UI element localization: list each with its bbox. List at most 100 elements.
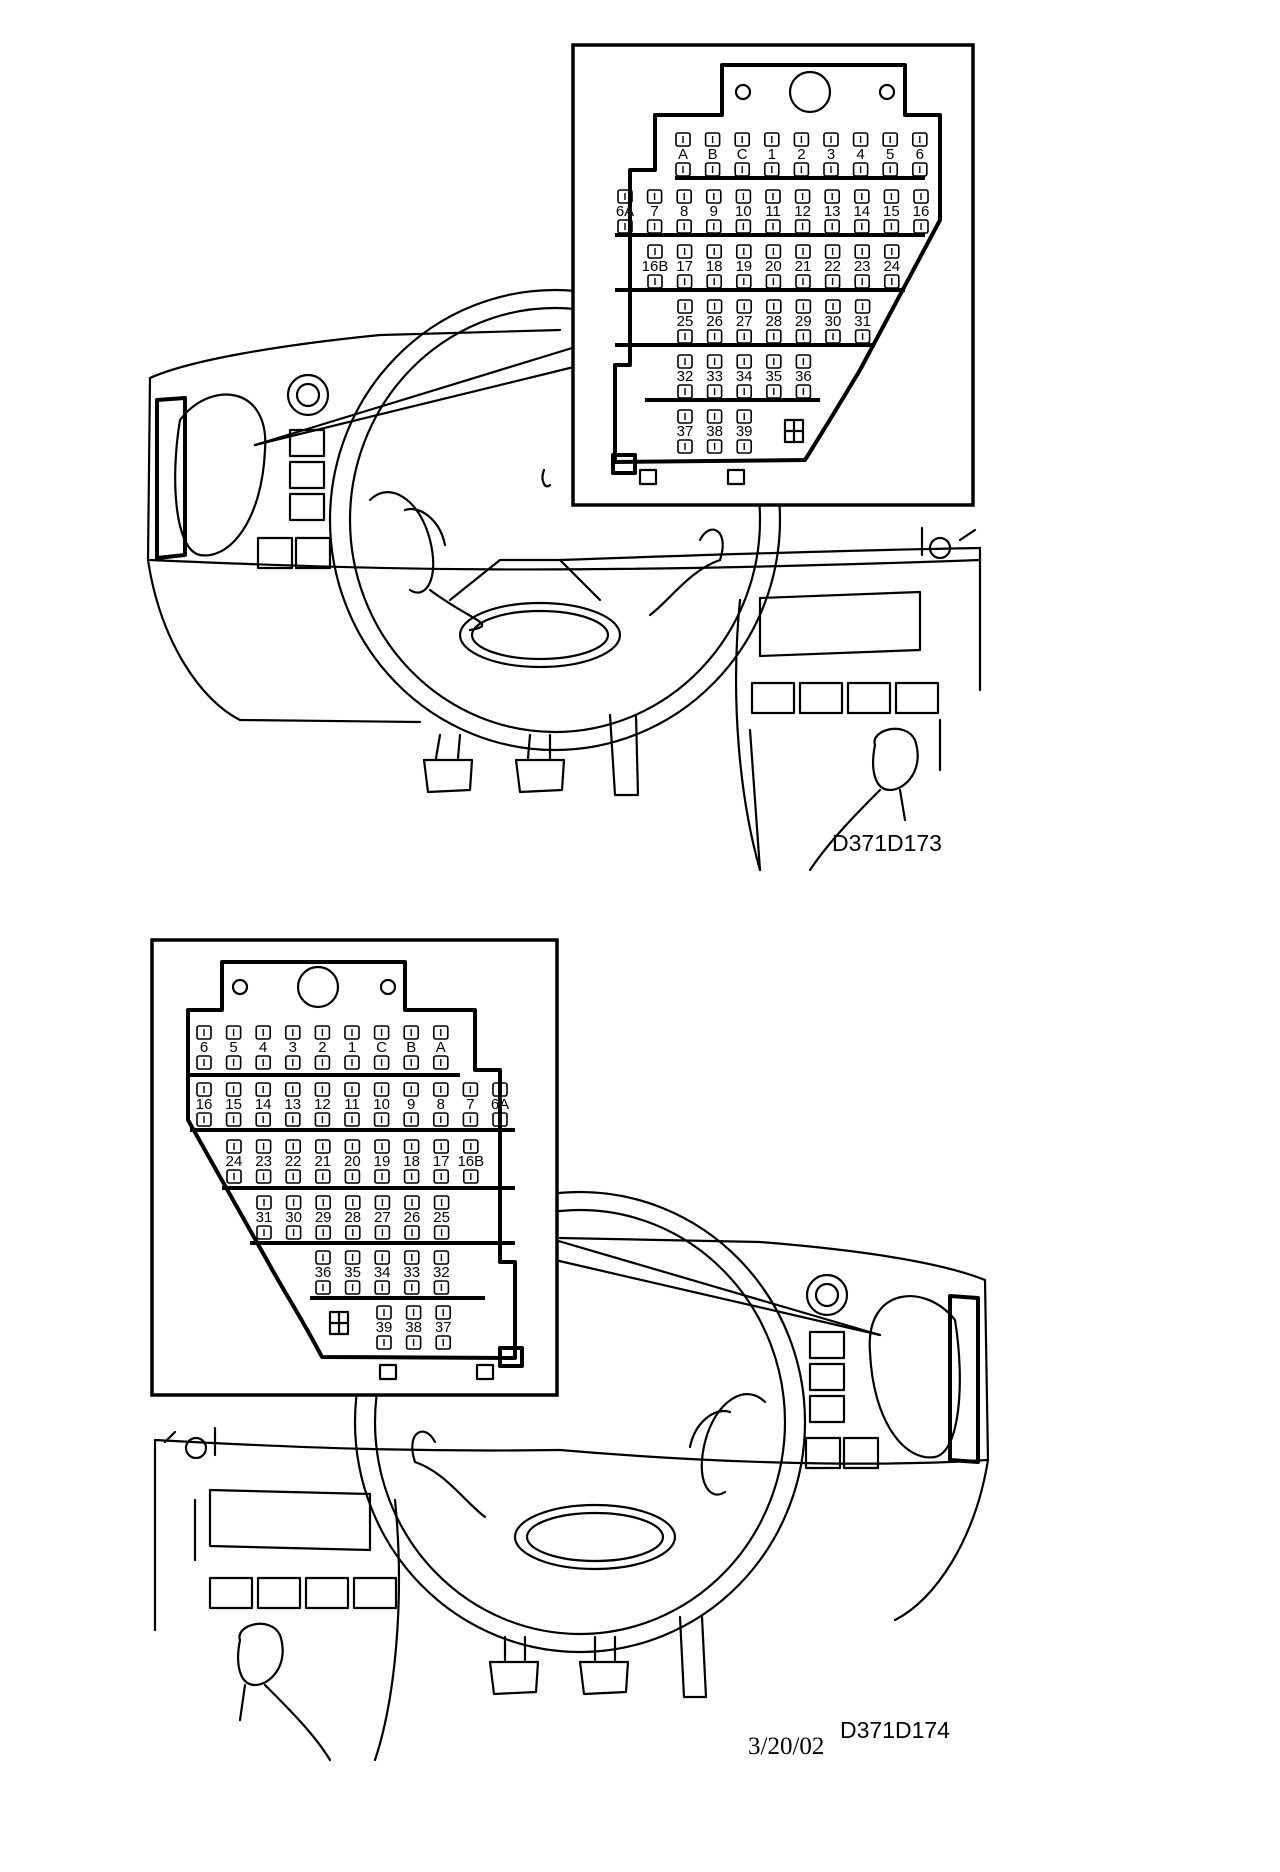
fuse-slot-icon xyxy=(376,1305,392,1320)
fuse-label: 25 xyxy=(677,313,694,330)
fuse-slot-icon xyxy=(677,384,693,399)
fuse-label: 15 xyxy=(225,1096,242,1113)
fuse-slot-icon xyxy=(314,1169,331,1184)
fuse-slot-icon xyxy=(404,1225,420,1240)
fuse-label: 20 xyxy=(765,258,782,275)
fuse-label: 1 xyxy=(348,1039,356,1056)
fuse-label: 16 xyxy=(196,1096,213,1113)
fuse-slot-icon xyxy=(344,1225,361,1240)
fuse-slot-icon xyxy=(765,219,781,234)
fuse-label: 34 xyxy=(736,368,753,385)
fuse-label: 32 xyxy=(433,1264,450,1281)
fuse-slot-icon xyxy=(226,1169,242,1184)
fuse-slot-icon xyxy=(706,384,723,399)
fuse-slot-icon xyxy=(374,1139,390,1154)
fuse-slot-icon xyxy=(883,274,900,289)
fuse-slot-icon xyxy=(617,189,633,204)
fuse-slot-icon xyxy=(824,274,841,289)
fuse-slot-icon xyxy=(794,189,811,204)
fuse-slot-icon xyxy=(314,1139,331,1154)
fuse-slot-icon xyxy=(852,162,869,177)
fuse-slot-icon xyxy=(376,1335,392,1350)
fuse-slot-icon xyxy=(765,329,782,344)
fuse-slot-icon xyxy=(852,132,869,147)
fuse-slot-icon xyxy=(794,219,811,234)
fuse-label: 17 xyxy=(433,1153,450,1170)
fuse-label: 28 xyxy=(765,313,782,330)
fuse-slot-icon xyxy=(225,1055,242,1070)
fuse-label: 21 xyxy=(795,258,812,275)
fuse-slot-icon xyxy=(825,299,841,314)
fuse-label: 16B xyxy=(457,1153,484,1170)
fuse-label: 35 xyxy=(765,368,782,385)
fuse-label: 23 xyxy=(255,1153,272,1170)
fuse-slot-icon xyxy=(854,299,871,314)
fuse-slot-icon xyxy=(344,1195,361,1210)
fuse-slot-icon xyxy=(736,384,753,399)
fuse-slot-icon xyxy=(647,244,663,259)
fuse-label: 27 xyxy=(374,1209,391,1226)
fuse-slot-icon xyxy=(374,1250,391,1265)
fuse-slot-icon xyxy=(256,1195,272,1210)
fuse-slot-icon xyxy=(255,1055,272,1070)
fuse-label: 24 xyxy=(883,258,900,275)
fuse-label: 39 xyxy=(736,423,753,440)
fuse-label: 7 xyxy=(650,203,658,220)
fuse-label: 26 xyxy=(706,313,723,330)
fuse-slot-icon xyxy=(795,384,812,399)
fuse-label: 29 xyxy=(795,313,812,330)
fuse-label: 4 xyxy=(259,1039,267,1056)
fuse-label: 38 xyxy=(405,1319,422,1336)
fuse-slot-icon xyxy=(853,189,870,204)
fuse-slot-icon xyxy=(675,162,691,177)
fuse-label: 30 xyxy=(285,1209,302,1226)
fuse-slot-icon xyxy=(403,1139,420,1154)
fuse-slot-icon xyxy=(883,189,900,204)
fuse-slot-icon xyxy=(314,1025,331,1040)
fuse-label: 2 xyxy=(318,1039,326,1056)
fuse-slot-icon xyxy=(285,1195,302,1210)
fuse-label: 21 xyxy=(314,1153,331,1170)
fuse-slot-icon xyxy=(403,1280,420,1295)
fuse-slot-icon xyxy=(736,409,753,424)
fuse-slot-icon xyxy=(255,1025,272,1040)
fuse-label: 13 xyxy=(824,203,841,220)
fuse-slot-icon xyxy=(913,219,929,234)
fuse-slot-icon xyxy=(225,1025,242,1040)
fuse-label: 20 xyxy=(344,1153,361,1170)
fuse-slot-icon xyxy=(435,1305,452,1320)
fuse-slot-icon xyxy=(433,1139,450,1154)
fuse-slot-icon xyxy=(284,1112,301,1127)
fuse-slot-icon xyxy=(433,1280,450,1295)
fuse-slot-icon xyxy=(676,244,693,259)
fuse-label: 12 xyxy=(794,203,811,220)
fuse-slot-icon xyxy=(315,1280,331,1295)
fuse-label: 30 xyxy=(825,313,842,330)
fuse-slot-icon xyxy=(284,1082,301,1097)
fuse-label: 7 xyxy=(466,1096,474,1113)
fuse-label: 37 xyxy=(435,1319,452,1336)
fuse-label: 29 xyxy=(315,1209,332,1226)
fuse-slot-icon xyxy=(403,1055,420,1070)
fuse-slot-icon xyxy=(405,1305,422,1320)
fuse-slot-icon xyxy=(824,189,841,204)
fuse-slot-icon xyxy=(432,1055,449,1070)
fuse-slot-icon xyxy=(883,244,900,259)
fuse-slot-icon xyxy=(403,1250,420,1265)
fuse-slot-icon xyxy=(285,1139,302,1154)
fuse-slot-icon xyxy=(677,299,693,314)
fuse-slot-icon xyxy=(795,354,812,369)
fuse-slot-icon xyxy=(344,1055,360,1070)
fuse-slot-icon xyxy=(285,1169,302,1184)
fuse-slot-icon xyxy=(344,1169,361,1184)
fuse-label: 19 xyxy=(374,1153,391,1170)
fuse-label: C xyxy=(376,1039,387,1056)
fuse-slot-icon xyxy=(373,1055,390,1070)
fuse-label: 31 xyxy=(256,1209,273,1226)
fuse-slot-icon xyxy=(374,1280,391,1295)
fuse-slot-icon xyxy=(706,409,723,424)
fuse-label: 37 xyxy=(677,423,694,440)
fuse-slot-icon xyxy=(704,132,721,147)
